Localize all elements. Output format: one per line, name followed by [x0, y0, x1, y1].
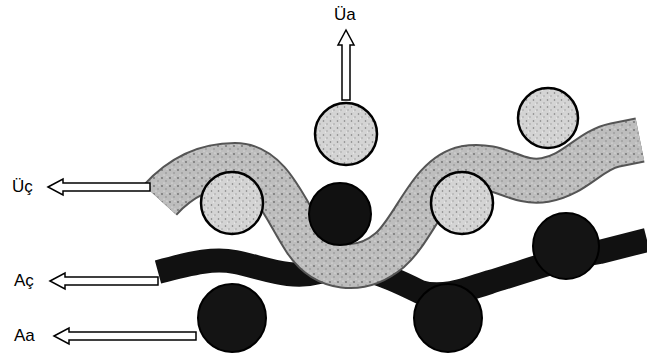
lower-yarn [414, 284, 482, 352]
lower-yarn [533, 213, 599, 279]
upper-band [160, 140, 640, 266]
lower-yarn [198, 284, 266, 352]
part-label: Aa [14, 327, 35, 346]
upper-yarn [431, 172, 493, 234]
pointer-arrow [54, 328, 196, 344]
upper-yarn [518, 88, 578, 148]
pointer-arrow [338, 30, 354, 100]
part-label: Üa [334, 6, 356, 25]
pointer-arrow [48, 179, 150, 195]
upper-band-edge [160, 140, 640, 266]
pointer-arrow [50, 273, 158, 289]
upper-yarn [315, 103, 377, 165]
part-label: Aç [14, 272, 34, 291]
middle-yarn [309, 183, 371, 245]
upper-yarn [201, 172, 263, 234]
part-label: Üç [12, 178, 33, 197]
